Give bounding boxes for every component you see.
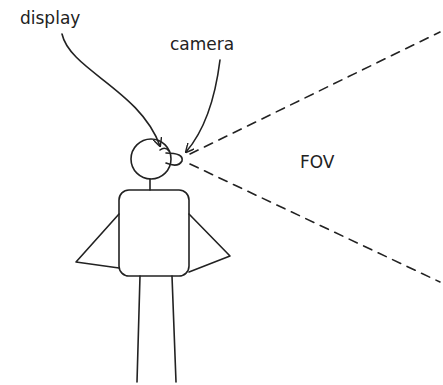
leader-arrow bbox=[186, 60, 220, 152]
left-arm bbox=[76, 214, 119, 268]
annotation-label: camera bbox=[170, 36, 234, 53]
display-mark bbox=[160, 148, 169, 151]
neck-line bbox=[149, 179, 151, 190]
right-leg bbox=[172, 276, 176, 382]
right-arm bbox=[189, 214, 230, 272]
fov-boundary bbox=[190, 164, 440, 282]
body-shape bbox=[119, 190, 189, 276]
annotation-label: FOV bbox=[300, 154, 335, 171]
camera-symbol bbox=[166, 153, 182, 165]
annotation-label: display bbox=[20, 10, 80, 27]
head-circle bbox=[131, 139, 171, 179]
leader-arrow bbox=[62, 34, 160, 146]
left-leg bbox=[137, 276, 140, 382]
